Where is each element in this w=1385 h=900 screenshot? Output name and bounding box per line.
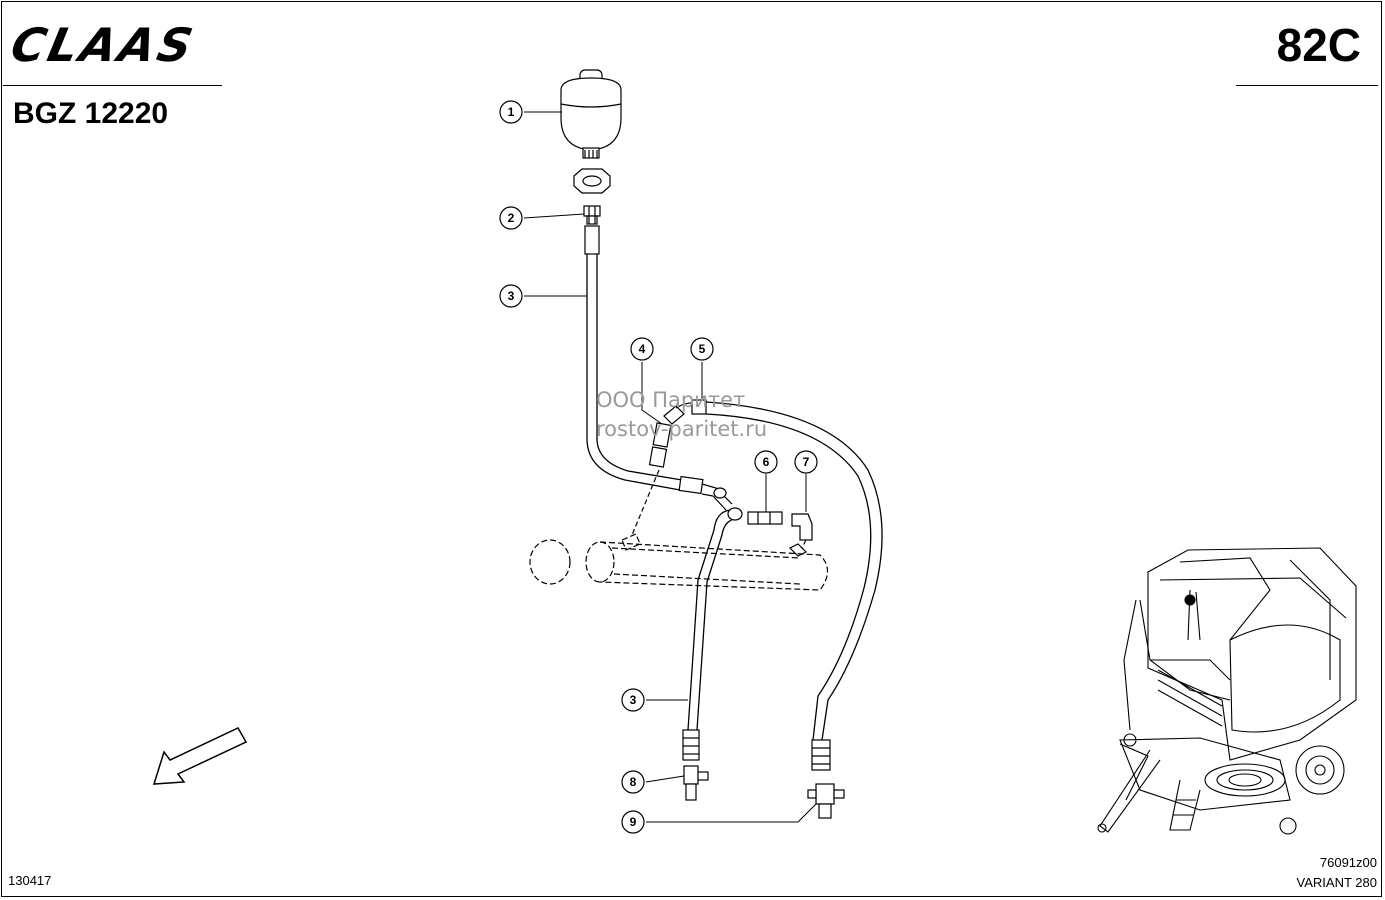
- callout-2-label: 2: [508, 211, 515, 225]
- callout-6-label: 6: [763, 455, 770, 469]
- direction-arrow: [152, 727, 248, 785]
- accumulator-part: [560, 69, 622, 159]
- footer-code: 130417: [8, 873, 52, 888]
- figure-code: 76091z00: [1319, 855, 1377, 870]
- callout-leaders: [523, 111, 817, 823]
- watermark-company: ООО Паритет: [596, 388, 746, 412]
- page-number-underline: [1236, 85, 1378, 86]
- callout-3-upper: 3: [499, 284, 523, 308]
- logo-underline: [3, 85, 222, 86]
- adapter-part-4: [631, 405, 685, 536]
- callout-4-label: 4: [639, 342, 646, 356]
- callout-9: 9: [621, 810, 645, 834]
- callout-3-upper-label: 3: [508, 289, 515, 303]
- machine-thumbnail: [1097, 547, 1357, 835]
- footer-info: 76091z00 VARIANT 280: [1297, 853, 1377, 893]
- fitting-part-2: [583, 205, 601, 225]
- callout-1: 1: [499, 100, 523, 124]
- elbow-part-7: [788, 513, 813, 557]
- watermark: ООО Паритет rostov-paritet.ru: [596, 386, 767, 444]
- hose-part-5: [675, 399, 883, 771]
- callout-3-lower-label: 3: [630, 693, 637, 707]
- callout-4: 4: [630, 337, 654, 361]
- model-name: VARIANT 280: [1296, 875, 1377, 890]
- tee-part-9: [807, 783, 845, 819]
- callout-8: 8: [621, 770, 645, 794]
- document-code: BGZ 12220: [13, 97, 169, 130]
- page-number: 82C: [1276, 19, 1361, 71]
- callout-7-label: 7: [803, 455, 810, 469]
- callout-5: 5: [690, 337, 714, 361]
- callout-1-label: 1: [508, 105, 515, 119]
- watermark-url: rostov-paritet.ru: [596, 417, 768, 441]
- callout-5-label: 5: [699, 342, 706, 356]
- callout-9-label: 9: [630, 815, 637, 829]
- nut-part: [573, 168, 611, 194]
- tee-part-8: [683, 765, 709, 801]
- hose-part-3-upper: [584, 225, 733, 511]
- callout-circles: 1 2 3 4 5 6 7 3: [499, 100, 818, 834]
- fitting-part-6: [747, 511, 783, 525]
- cylinder-outline: [529, 533, 829, 591]
- callout-3-lower: 3: [621, 688, 645, 712]
- callout-7: 7: [794, 450, 818, 474]
- callout-6: 6: [754, 450, 778, 474]
- callout-8-label: 8: [630, 775, 637, 789]
- callout-2: 2: [499, 206, 523, 230]
- hose-part-3-lower: [682, 507, 743, 761]
